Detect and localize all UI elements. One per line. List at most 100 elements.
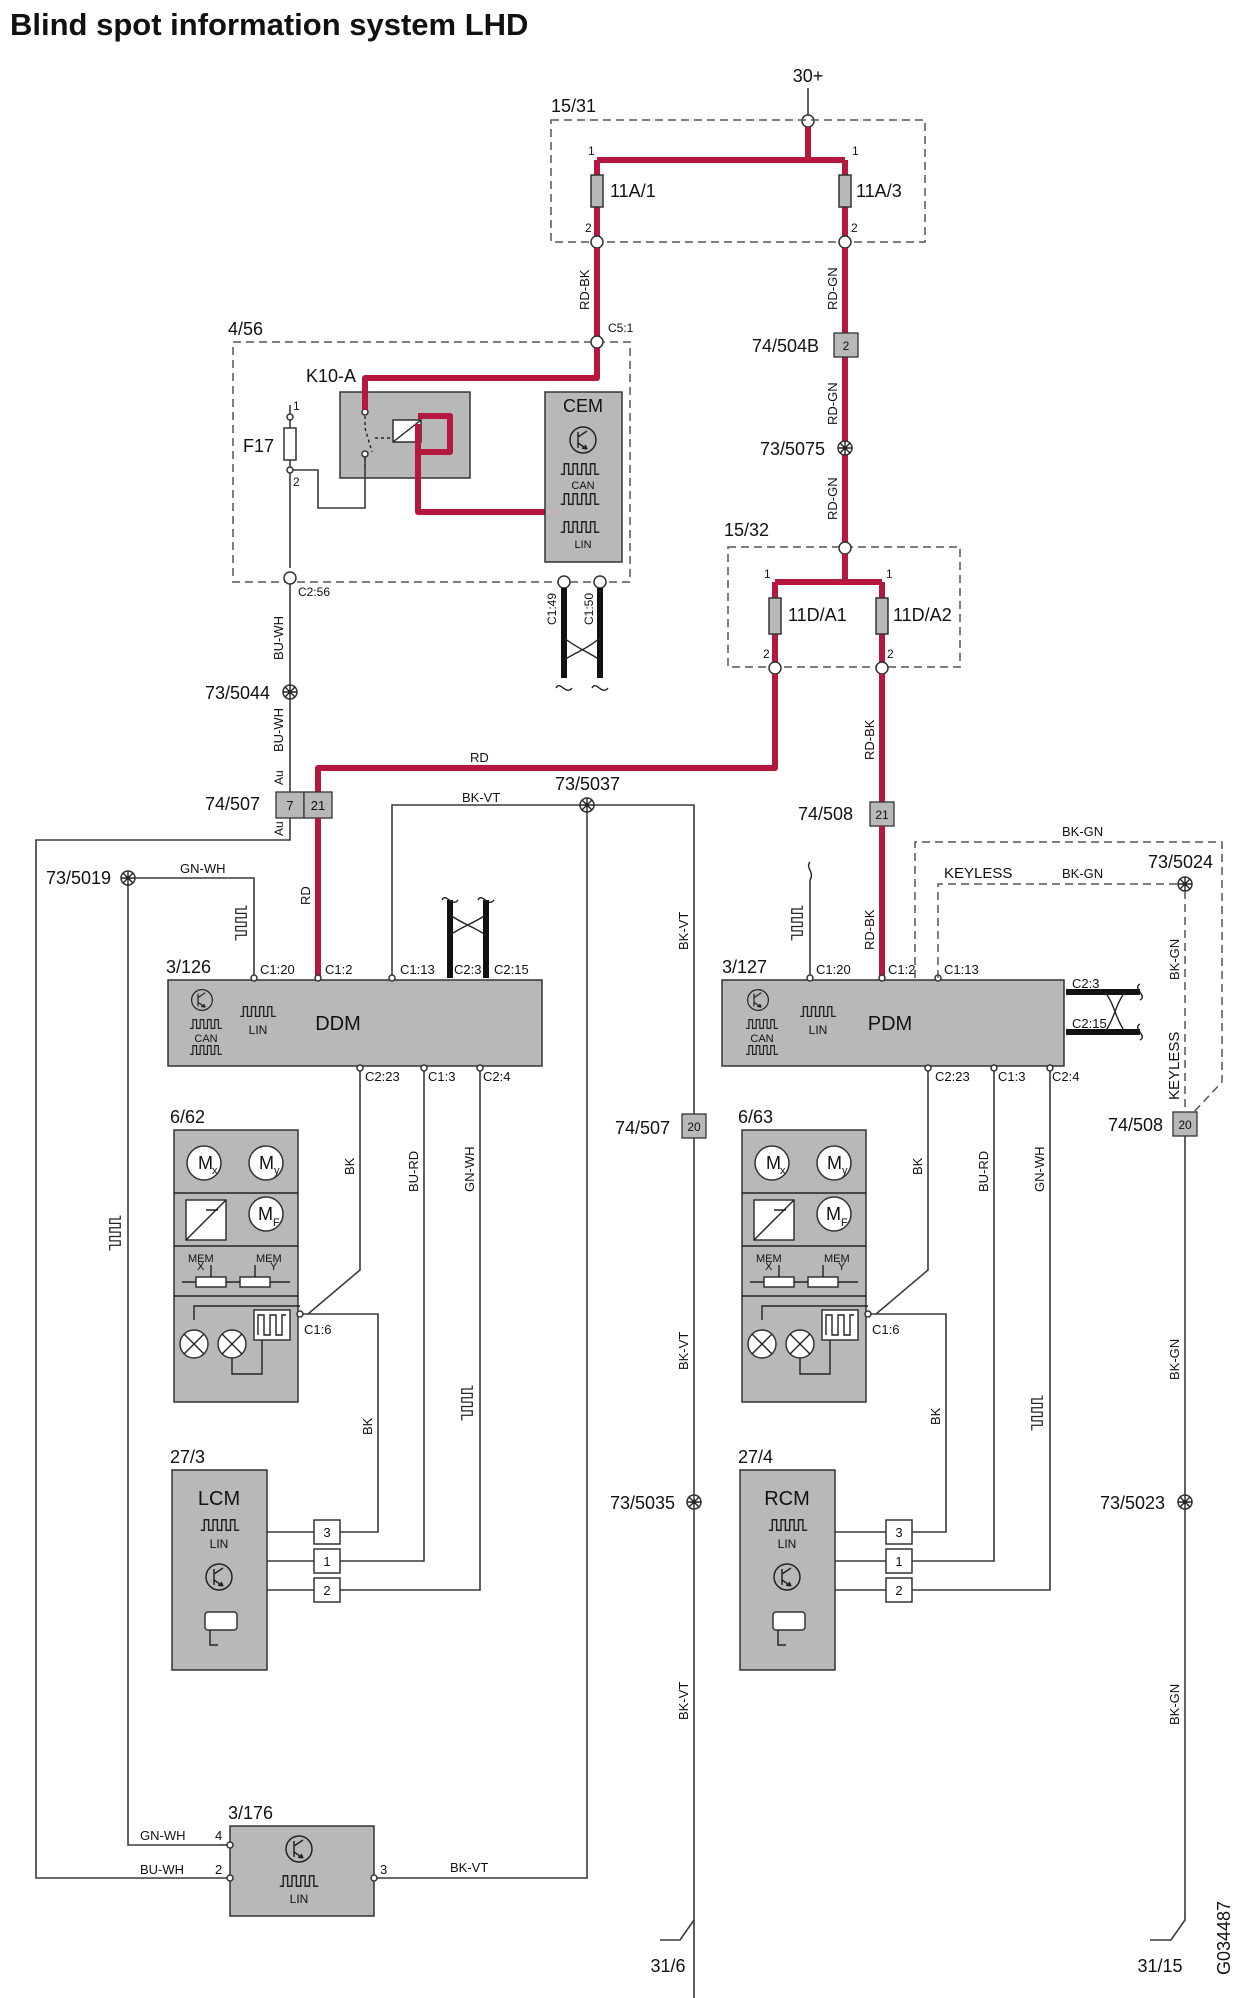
ddm-c2-3-label: C2:3 [454,962,481,977]
ground-31-15-label: 31/15 [1137,1956,1182,1976]
junction-74-507-pin20-box [681,1113,707,1139]
pdm-lin-signal-icon [791,905,803,941]
wire-rd-gn-label-3: RD-GN [825,477,840,520]
rcm-label: RCM [764,1488,810,1510]
fusebox-15-31-label: 15/31 [551,96,596,116]
fuse-11a1-label: 11A/1 [610,181,656,201]
wire-gn-wh-left [127,885,218,1846]
rcm-pin1: 1 [895,1554,902,1569]
module-3-176-label: 3/176 [228,1803,273,1823]
lcm-camera-stand [209,1630,218,1646]
fuse-11a3-label: 11A/3 [856,181,902,201]
ddm-c2-twist [449,914,487,936]
fuse-11a3-body [838,174,852,208]
mirror-right-motor-y-m: M [827,1153,842,1173]
mirror-right-fold-sensor-mark [753,1199,795,1241]
c2-56-label: C2:56 [298,585,330,599]
ddm-c2-4-label: C2:4 [483,1069,510,1084]
mirror-right-motor-y-sub: y [842,1165,848,1177]
junction-74-504b-label: 74/504B [752,336,819,356]
wire-bk-vt [391,804,695,1998]
junction-74-507-label: 74/507 [205,794,260,814]
mirror-right-motor-f-sub: F [841,1217,848,1229]
ddm-label: DDM [315,1013,361,1035]
mirror-left-motor-y [248,1145,284,1181]
mirror-left-pot-x [195,1276,227,1288]
mirror-right-heater-mark [825,1314,854,1336]
fusebox-15-32-bus [775,554,882,585]
c1-49-label: C1:49 [545,593,559,625]
splice-73-5044-label: 73/5044 [205,683,270,703]
drawing-id: G034487 [1214,1901,1234,1975]
junction-74-504b-box [833,332,859,358]
supply-label: 30+ [793,66,824,86]
fuse-11d-a2-label: 11D/A2 [893,605,952,625]
mirror-left-mem-x-sub: X [197,1261,205,1273]
splice-73-5035-mark [687,1495,701,1509]
ddm-c2-continuation [441,897,495,903]
splice-73-5023-mark [1178,1495,1192,1509]
pdm-pin-c1-3 [990,1064,998,1072]
relaybox-4-56-outline [232,341,631,583]
wire-bu-wh-label-2: BU-WH [271,708,286,752]
c1-50-label: C1:50 [582,593,596,625]
keyless-bk-gn-label-vertical: BK-GN [1167,939,1182,980]
fuse-11d-a2-pin2: 2 [887,647,894,661]
splice-73-5019-mark [121,871,135,885]
mirror-right-lamp-2-x [789,1333,811,1355]
wire-bk-label-lcm: BK [360,1417,375,1435]
fuse-11a1-pin1: 1 [588,144,595,158]
mirror-right-mem-y-sub: Y [838,1261,846,1273]
module-3-176-pin2-node [226,1874,234,1882]
fusebox-15-31-bus [597,127,845,163]
fuse-11d-a2-body [875,597,889,635]
rcm-camera-icon [772,1611,806,1631]
cem-lin-label: LIN [574,539,591,551]
lcm-pin2: 2 [323,1583,330,1598]
mirror-right-mem-y: MEM [824,1253,850,1265]
rcm-pin3: 3 [895,1525,902,1540]
pdm-c1-2-label: C1:2 [888,962,915,977]
lcm-lin-label: LIN [210,1537,229,1551]
ddm-c1-13-label: C1:13 [400,962,435,977]
keyless-label-2: KEYLESS [1166,1032,1183,1100]
c1-50-node [593,575,607,589]
wire-relay-feed [362,348,600,410]
mirror-left-pot-wiring [182,1265,290,1283]
mirror-left-motor-x-sub: x [212,1165,218,1177]
wire-bk-ddm-mirror [300,1071,361,1315]
wire-bu-rd-pdm-rcm [912,1071,995,1562]
keyless-dashed-inner [937,883,1178,978]
wire-rd-bk-label-pdm-lower: RD-BK [862,909,877,950]
wire-bu-wh-label-3: BU-WH [140,1862,184,1877]
wire-relay-coil-loop [418,413,453,455]
junction-74-507-pin7-box [275,791,305,819]
pdm-lin-label: LIN [809,1023,828,1037]
cem-twist [563,637,601,661]
splice-73-5044-mark [283,685,297,699]
mirror-right-pot-x [763,1276,795,1288]
rcm-pin-wires [835,1531,886,1591]
splice-73-5019-label: 73/5019 [46,868,111,888]
pdm-c2-3-label: C2:3 [1072,976,1099,991]
wire-bk-pdm-rcm [876,1313,947,1533]
wire-gn-wh-ddm [135,877,255,978]
mirror-right-motor-f [816,1196,852,1232]
wire-au-label-2: Au [272,821,286,836]
ddm-pin-c2-4 [476,1064,484,1072]
f17-pin1: 1 [293,399,300,413]
wire-bk-vt-label-top: BK-VT [462,790,500,805]
mirror-left-motor-f [248,1196,284,1232]
wire-bk-vt-label-bottom: BK-VT [450,1860,488,1875]
junction-74-507-pin7: 7 [286,798,293,813]
module-3-176-pin4-node [226,1841,234,1849]
cem-label: CEM [563,396,603,416]
fuse-11a3-pin1: 1 [852,144,859,158]
ddm-can-label: CAN [194,1033,217,1045]
fuse-11d-a2-out-node [875,661,889,675]
wire-bk-label-ddm: BK [342,1157,357,1175]
wire-rd-label-top: RD [470,750,489,765]
module-3-176-pin3-node [370,1874,378,1882]
mirror-left-motor-f-m: M [258,1204,273,1224]
